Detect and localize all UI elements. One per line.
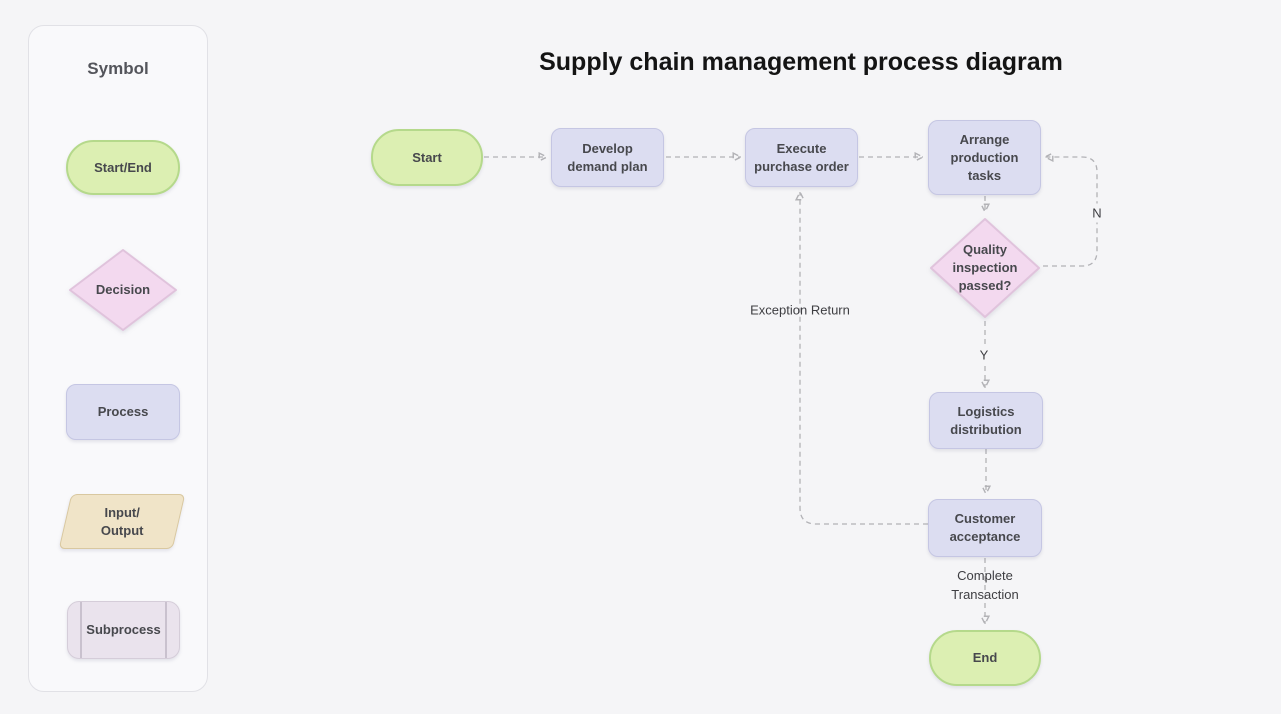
- legend-title: Symbol: [87, 59, 149, 78]
- edge-label-yes: Y: [976, 345, 992, 365]
- legend-terminator-shape[interactable]: Start/End: [66, 140, 180, 195]
- legend-subprocess-label: Subprocess: [86, 622, 161, 637]
- legend-decision-label: Decision: [95, 282, 151, 297]
- legend-process-label: Process: [97, 404, 149, 419]
- node-execute-purchase-order[interactable]: Execute purchase order: [745, 128, 858, 187]
- legend-input-output-label: Input/ Output: [100, 504, 144, 538]
- edge-label-exception-return: Exception Return: [750, 302, 850, 318]
- node-end-label: End: [972, 650, 998, 665]
- legend-subprocess-shape[interactable]: Subprocess: [67, 601, 180, 659]
- legend-process-shape[interactable]: Process: [66, 384, 180, 440]
- decision-diamond-icon: [69, 249, 177, 331]
- subprocess-bar-right: [165, 602, 167, 658]
- node-start[interactable]: Start: [371, 129, 483, 186]
- node-customer-acceptance[interactable]: Customer acceptance: [928, 499, 1042, 557]
- node-logistics-label: Logistics distribution: [950, 403, 1022, 437]
- node-end[interactable]: End: [929, 630, 1041, 686]
- node-arrange-label: Arrange production tasks: [950, 131, 1019, 183]
- legend-decision-shape[interactable]: Decision: [68, 248, 178, 332]
- edge-customer-execute-exception: [800, 192, 928, 525]
- node-develop-label: Develop demand plan: [567, 140, 648, 174]
- edge-label-no: N: [1089, 203, 1105, 223]
- node-execute-label: Execute purchase order: [754, 140, 849, 174]
- node-quality-label: Quality inspection passed?: [952, 242, 1018, 293]
- node-customer-label: Customer acceptance: [949, 511, 1021, 544]
- node-arrange-production-tasks[interactable]: Arrange production tasks: [928, 120, 1041, 195]
- diagram-title: Supply chain management process diagram: [539, 48, 1063, 76]
- node-quality-inspection-decision[interactable]: Quality inspection passed?: [929, 217, 1041, 319]
- node-logistics-distribution[interactable]: Logistics distribution: [929, 392, 1043, 449]
- legend-terminator-label: Start/End: [94, 159, 152, 175]
- bottom-strip: [0, 714, 1281, 720]
- symbol-legend-panel: Symbol Start/End Decision Process Input/…: [28, 25, 208, 692]
- node-start-label: Start: [412, 149, 442, 165]
- subprocess-bar-left: [80, 602, 82, 658]
- decision-diamond-icon: [930, 218, 1040, 318]
- edge-label-complete-transaction: Complete Transaction: [951, 568, 1019, 602]
- node-develop-demand-plan[interactable]: Develop demand plan: [551, 128, 664, 187]
- legend-input-output-shape[interactable]: Input/ Output: [58, 494, 186, 549]
